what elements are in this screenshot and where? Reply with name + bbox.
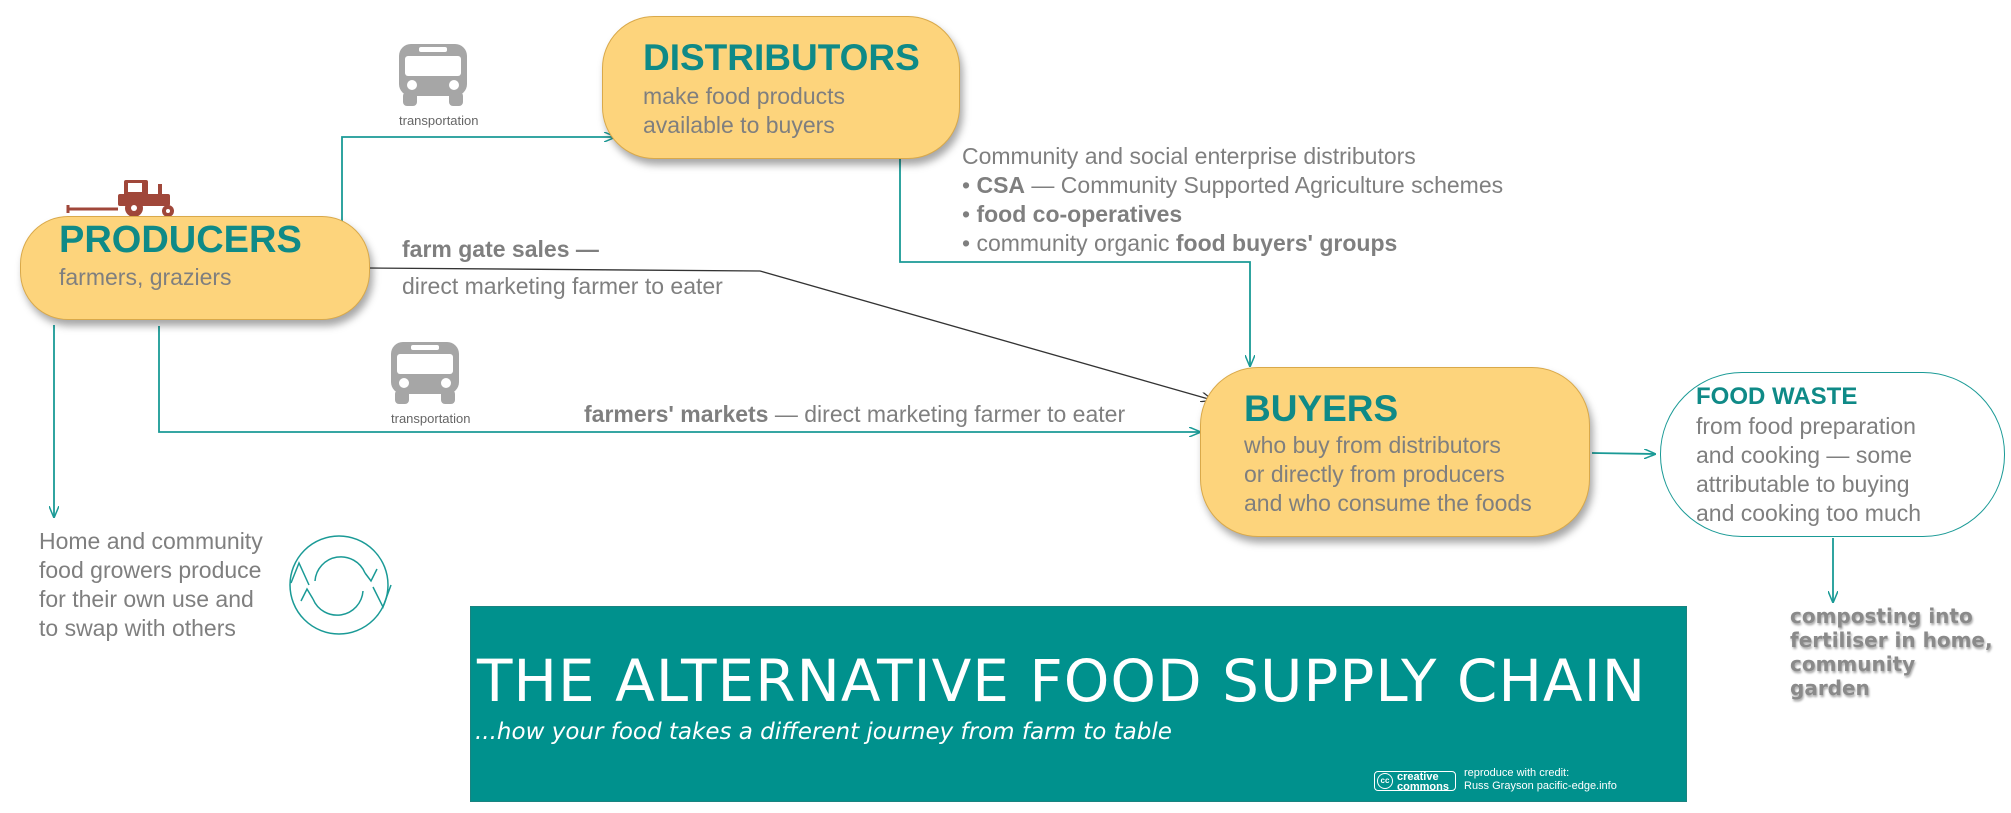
title-banner: THE ALTERNATIVE FOOD SUPPLY CHAIN ...how… [470, 606, 1687, 802]
buyers-line2: or directly from producers [1244, 461, 1505, 487]
compost-line2: fertiliser in home, [1790, 628, 1993, 652]
transportation-label-top: transportation [399, 113, 479, 128]
food-waste-line2: and cooking — some [1696, 442, 1913, 468]
farm-gate-connector [367, 267, 1212, 400]
csa-bullet: • [962, 172, 971, 198]
food-waste-line3: attributable to buying [1696, 471, 1910, 497]
compost-text: composting into fertiliser in home, comm… [1790, 604, 1993, 700]
tractor-icon [66, 180, 174, 217]
farm-gate-text: direct marketing farmer to eater [402, 273, 723, 299]
distributors-to-buyers-connector [899, 158, 1250, 366]
recycle-icon [289, 535, 392, 635]
distributors-node: DISTRIBUTORS make food products availabl… [602, 16, 960, 159]
distributors-line2: available to buyers [643, 112, 835, 138]
csa-rest: — Community Supported Agriculture scheme… [1025, 172, 1504, 198]
bus-icon [399, 44, 467, 106]
farmers-markets-connector [158, 326, 1200, 432]
food-waste-line4: and cooking too much [1696, 500, 1922, 526]
farm-gate-label: farm gate sales — [402, 236, 599, 263]
buyers-group-prefix: • community organic [962, 230, 1176, 256]
distributors-title: DISTRIBUTORS [643, 37, 920, 78]
food-waste-title: FOOD WASTE [1696, 383, 1858, 410]
banner-title: THE ALTERNATIVE FOOD SUPPLY CHAIN [477, 647, 1647, 715]
buyers-title: BUYERS [1244, 388, 1399, 429]
food-waste-line1: from food preparation [1696, 413, 1916, 439]
producers-to-distributors-connector [341, 137, 615, 222]
transportation-label-bottom: transportation [391, 411, 471, 426]
cc-logo-text: creative commons [1397, 771, 1449, 793]
buyers-to-waste-connector [1591, 453, 1655, 454]
home-growers-line2: food growers produce [39, 557, 262, 583]
credit-text: reproduce with credit: Russ Grayson paci… [1464, 767, 1617, 793]
coop-bullet: • [962, 201, 971, 227]
coop-bold: food co-operatives [976, 201, 1183, 227]
farm-gate-bold: farm gate sales — [402, 236, 599, 262]
compost-line1: composting into [1790, 604, 1973, 628]
creative-commons-logo: cc creative commons [1374, 771, 1456, 793]
producers-subtitle: farmers, graziers [59, 264, 232, 290]
food-coop-item: • food co-operatives [962, 201, 1182, 228]
compost-line4: garden [1790, 676, 1870, 700]
banner-subtitle: ...how your food takes a different journ… [475, 719, 1172, 745]
bus-icon [391, 342, 459, 404]
csa-item: • CSA — Community Supported Agriculture … [962, 172, 1503, 199]
buyers-line1: who buy from distributors [1244, 432, 1501, 458]
buyers-line3: and who consume the foods [1244, 490, 1532, 516]
home-growers-line4: to swap with others [39, 615, 236, 641]
buyers-group-item: • community organic food buyers' groups [962, 230, 1397, 257]
producers-node: PRODUCERS farmers, graziers [20, 216, 370, 320]
csa-bold: CSA [976, 172, 1026, 198]
cc-icon: cc [1377, 773, 1393, 789]
farmers-markets-text: — direct marketing farmer to eater [768, 401, 1126, 427]
farmers-markets-label: farmers' markets — direct marketing farm… [584, 401, 1125, 428]
community-distributors-heading: Community and social enterprise distribu… [962, 143, 1416, 169]
buyers-node: BUYERS who buy from distributors or dire… [1200, 367, 1590, 537]
home-growers-line3: for their own use and [39, 586, 254, 612]
food-waste-node: FOOD WASTE from food preparation and coo… [1660, 372, 2005, 537]
credit-line1: reproduce with credit: [1464, 767, 1570, 779]
compost-line3: community [1790, 652, 1916, 676]
buyers-group-bold: food buyers' groups [1175, 230, 1398, 256]
producers-title: PRODUCERS [59, 219, 302, 261]
home-growers-line1: Home and community [39, 528, 263, 554]
farmers-markets-bold: farmers' markets [584, 401, 769, 427]
credit-line2: Russ Grayson pacific-edge.info [1464, 780, 1617, 792]
distributors-line1: make food products [643, 83, 846, 109]
